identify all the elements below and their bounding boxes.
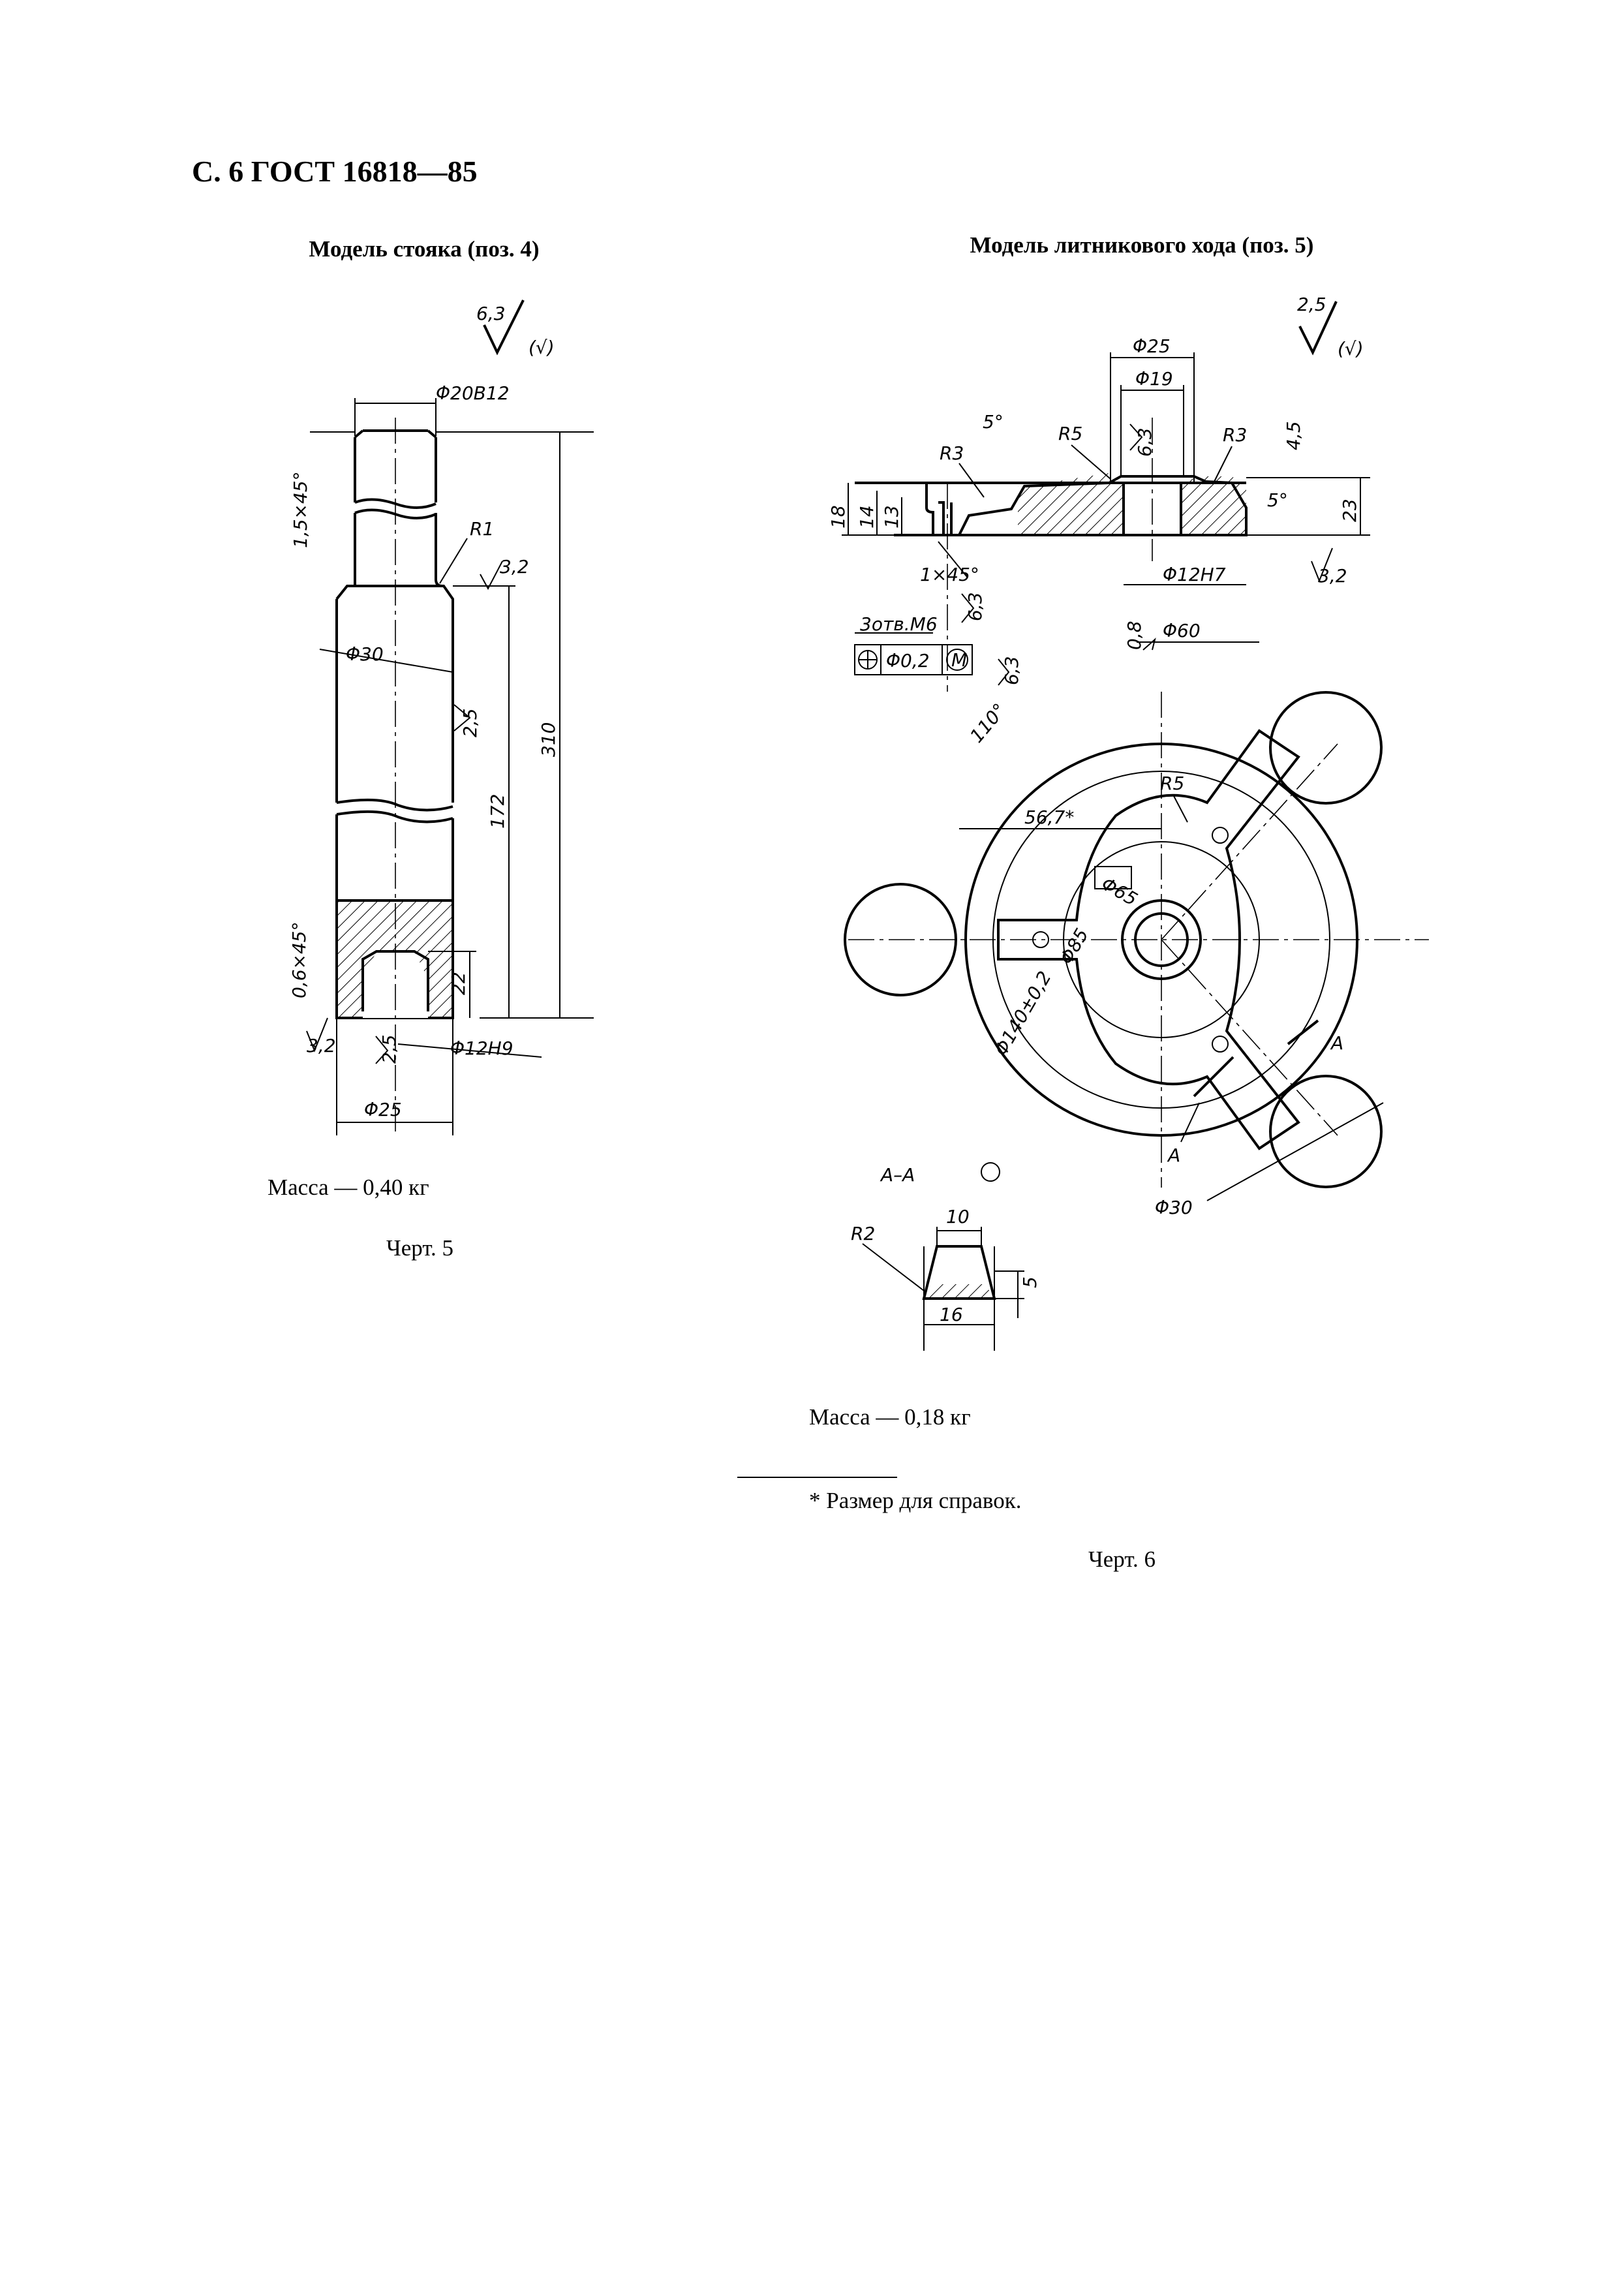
- footnote-rule: [737, 1477, 897, 1478]
- svg-text:R3: R3: [940, 442, 964, 464]
- svg-text:5°: 5°: [1267, 489, 1288, 511]
- svg-text:5: 5: [1019, 1276, 1041, 1288]
- svg-text:А: А: [1330, 1032, 1343, 1054]
- dim-d30: Φ30: [346, 643, 384, 665]
- svg-text:16: 16: [940, 1304, 963, 1325]
- svg-text:А–А: А–А: [880, 1164, 915, 1186]
- svg-text:Φ85: Φ85: [1055, 925, 1092, 968]
- section-aa: 10 16 5 R2: [851, 1206, 1041, 1351]
- runner-drawing: 2,5 (√) Φ25 Φ19 5° R3 R5 6,3 R3 4,5 5° 1…: [827, 294, 1429, 1351]
- svg-text:R3: R3: [1223, 424, 1247, 446]
- svg-text:Φ0,2: Φ0,2: [886, 650, 930, 671]
- svg-text:10: 10: [946, 1206, 970, 1227]
- dim-d25: Φ25: [364, 1099, 402, 1120]
- svg-text:А: А: [1167, 1145, 1180, 1166]
- dim-r1: R1: [470, 518, 494, 540]
- dim-chamfer-top: 1,5×45°: [290, 471, 311, 548]
- roughness-mark: 2,5 (√): [1297, 294, 1364, 360]
- right-mass: Масса — 0,18 кг: [809, 1404, 971, 1430]
- svg-text:6,3: 6,3: [964, 592, 986, 621]
- svg-text:6,3: 6,3: [476, 303, 506, 324]
- svg-text:23: 23: [1339, 499, 1360, 522]
- svg-text:5°: 5°: [983, 411, 1004, 433]
- left-drawing-title: Модель стояка (поз. 4): [309, 236, 540, 262]
- svg-text:R2: R2: [851, 1223, 875, 1244]
- svg-text:4,5: 4,5: [1283, 421, 1304, 450]
- dim-d19: Φ19: [1135, 368, 1173, 390]
- svg-text:Φ12Н7: Φ12Н7: [1163, 564, 1226, 585]
- dim-d20b12: Φ20В12: [436, 382, 510, 404]
- dim-172: 172: [487, 794, 508, 829]
- tolerance-frame: Φ0,2 М: [854, 644, 973, 675]
- svg-text:3отв.М6: 3отв.М6: [860, 613, 938, 635]
- right-drawing-title: Модель литникового хода (поз. 5): [970, 232, 1314, 258]
- svg-text:110°: 110°: [966, 700, 1011, 747]
- right-caption: Черт. 6: [1088, 1547, 1156, 1572]
- svg-text:3,2: 3,2: [307, 1035, 336, 1056]
- dim-d12h9: Φ12Н9: [450, 1038, 513, 1059]
- svg-text:14: 14: [856, 505, 878, 529]
- svg-text:1×45°: 1×45°: [920, 564, 979, 585]
- svg-text:2,5: 2,5: [378, 1034, 400, 1064]
- svg-text:13: 13: [881, 505, 902, 529]
- svg-text:0,8: 0,8: [1124, 621, 1145, 650]
- svg-text:(√): (√): [1338, 338, 1364, 360]
- svg-text:3,2: 3,2: [500, 556, 529, 577]
- svg-text:(√): (√): [529, 337, 555, 358]
- roughness-mark: 6,3 (√): [476, 300, 555, 358]
- svg-text:2,5: 2,5: [1297, 294, 1326, 315]
- dim-310: 310: [538, 722, 559, 757]
- svg-text:Φ60: Φ60: [1163, 620, 1201, 641]
- svg-text:3,2: 3,2: [1318, 565, 1347, 587]
- dim-chamfer-bottom: 0,6×45°: [288, 921, 310, 998]
- footnote: * Размер для справок.: [809, 1488, 1022, 1513]
- svg-text:6,3: 6,3: [1001, 656, 1022, 685]
- page-header: С. 6 ГОСТ 16818—85: [192, 155, 478, 188]
- left-caption: Черт. 5: [386, 1235, 453, 1261]
- svg-text:R5: R5: [1160, 773, 1184, 794]
- svg-text:Φ65: Φ65: [1098, 872, 1141, 910]
- plan-view: [844, 691, 1429, 1188]
- riser-drawing: 6,3 (√) Φ20В12 310 1,5×45° R1 3,2 172 Φ3…: [288, 300, 594, 1135]
- svg-text:2,5: 2,5: [459, 708, 481, 737]
- dim-22: 22: [448, 972, 469, 995]
- svg-text:6,3: 6,3: [1134, 427, 1156, 457]
- svg-text:Φ30: Φ30: [1155, 1197, 1193, 1218]
- svg-text:R5: R5: [1058, 423, 1082, 444]
- left-mass: Масса — 0,40 кг: [268, 1175, 429, 1200]
- svg-text:М: М: [951, 649, 967, 671]
- svg-text:18: 18: [827, 505, 849, 529]
- svg-text:Φ140±0,2: Φ140±0,2: [990, 968, 1055, 1060]
- dim-d25-top: Φ25: [1133, 335, 1171, 357]
- svg-text:56,7*: 56,7*: [1024, 807, 1074, 828]
